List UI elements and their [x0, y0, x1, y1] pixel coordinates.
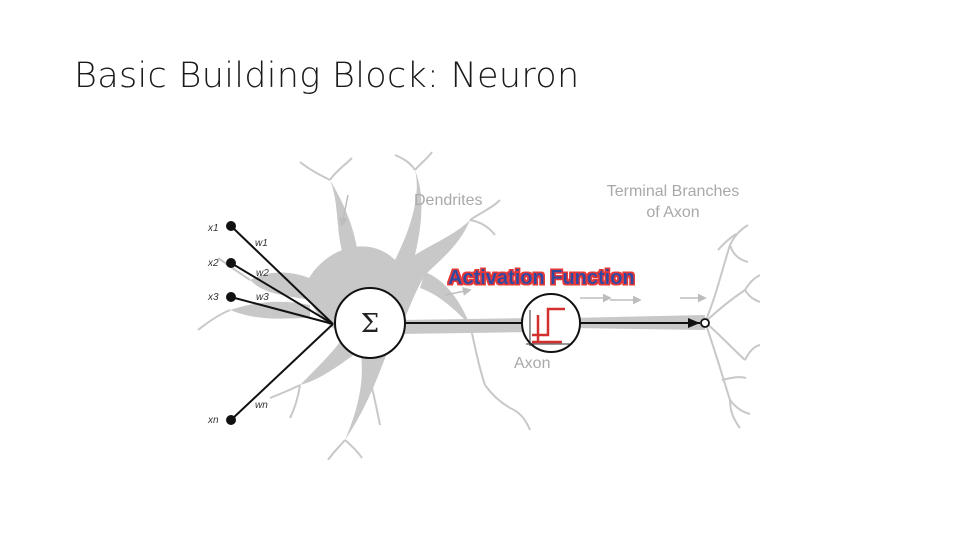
input-node-x3 — [226, 292, 236, 302]
slide-title: Basic Building Block: Neuron — [74, 56, 580, 96]
dendrites-label: Dendrites — [414, 192, 482, 209]
input-label-x2: x2 — [207, 258, 219, 269]
axon-label: Axon — [514, 355, 550, 372]
flow-arrows — [338, 194, 707, 305]
input-label-xn: xn — [207, 415, 219, 426]
terminal-label-line1: Terminal Branches — [607, 183, 740, 200]
sigma-symbol: Σ — [361, 309, 379, 339]
input-connections — [230, 225, 334, 421]
input-node-x2 — [226, 258, 236, 268]
axon-arrowhead — [688, 318, 700, 328]
output-terminal — [700, 318, 710, 328]
activation-function-label: Activation Function — [448, 267, 635, 289]
input-node-xn — [226, 415, 236, 425]
activation-node — [521, 293, 581, 353]
input-label-x3: x3 — [207, 292, 219, 303]
weight-label-wn: wn — [255, 400, 268, 411]
terminal-label-line2: of Axon — [646, 204, 699, 221]
weight-label-w3: w3 — [256, 292, 269, 303]
weight-label-w1: w1 — [255, 238, 268, 249]
step-function-icon — [532, 307, 565, 344]
weight-label-w2: w2 — [256, 268, 269, 279]
neuron-diagram: x1 x2 x3 xn w1 w2 w3 wn Σ Dendrites Term… — [170, 150, 760, 460]
terminal-branches — [704, 224, 760, 429]
input-node-x1 — [226, 221, 236, 231]
input-label-x1: x1 — [207, 223, 219, 234]
neuron-svg: x1 x2 x3 xn w1 w2 w3 wn Σ Dendrites Term… — [197, 151, 760, 460]
